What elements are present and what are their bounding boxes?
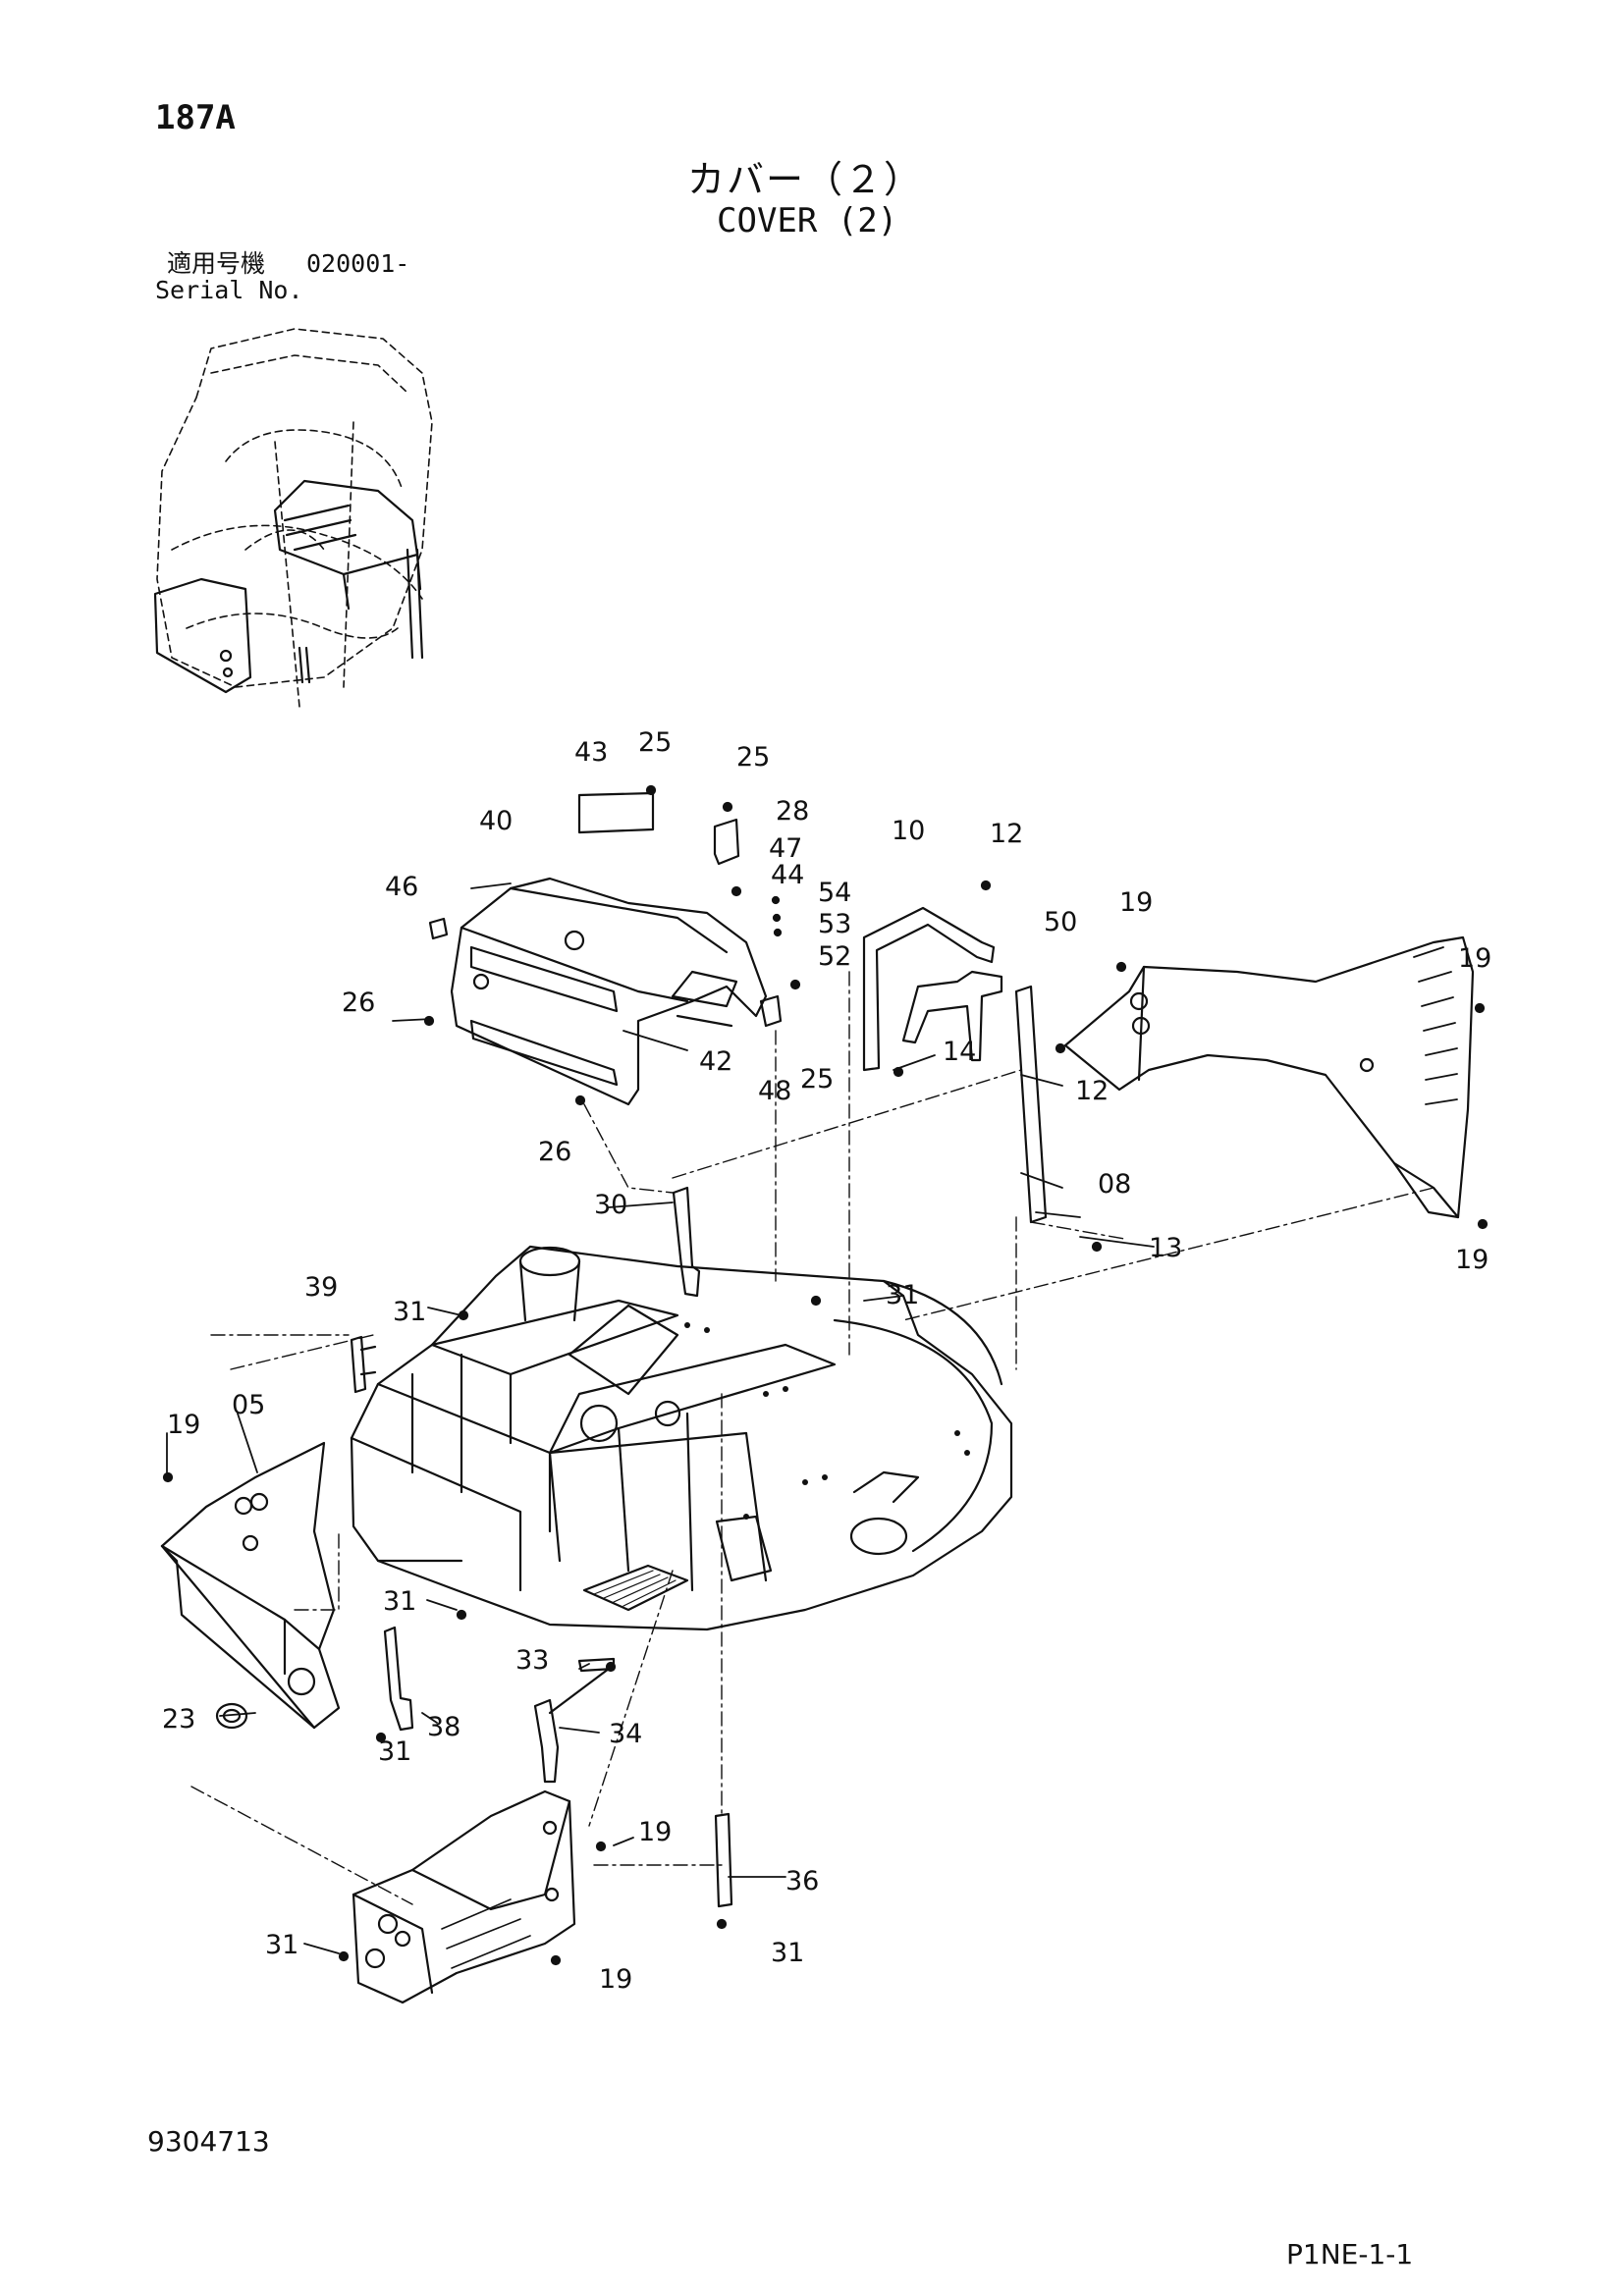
part-36-stay <box>714 1812 733 1908</box>
callout-10: 10 <box>892 816 925 846</box>
callout-26: 26 <box>538 1137 571 1167</box>
callout-40: 40 <box>479 806 513 836</box>
assembly-lines <box>190 971 1435 1905</box>
serial-en-label: Serial No. <box>155 276 303 304</box>
callout-08: 08 <box>1098 1169 1131 1200</box>
callout-23: 23 <box>162 1704 195 1735</box>
part-43-plate <box>577 791 655 834</box>
callout-31: 31 <box>378 1736 411 1767</box>
callout-25: 25 <box>736 742 770 773</box>
part-34-stay <box>533 1698 560 1784</box>
document-number: 9304713 <box>147 2125 270 2158</box>
part-48-bracket <box>759 994 783 1028</box>
part-28-bracket <box>713 818 740 866</box>
callout-31: 31 <box>265 1930 298 1960</box>
part-30-bracket <box>672 1186 701 1298</box>
part-39-bracket <box>350 1335 367 1394</box>
callout-53: 53 <box>818 909 851 939</box>
callout-31: 31 <box>771 1938 804 1968</box>
callout-54: 54 <box>818 878 851 908</box>
callout-31: 31 <box>383 1586 416 1617</box>
title-english: COVER (2) <box>717 201 898 240</box>
callout-19: 19 <box>1119 887 1153 918</box>
callout-19: 19 <box>1458 943 1491 974</box>
callout-48: 48 <box>758 1076 791 1106</box>
callout-19: 19 <box>599 1964 632 1995</box>
leader-lines <box>166 882 1155 1954</box>
callout-39: 39 <box>304 1272 338 1303</box>
callout-38: 38 <box>427 1712 460 1742</box>
callout-19: 19 <box>167 1410 200 1440</box>
callout-33: 33 <box>515 1645 549 1676</box>
part-50-bracket <box>901 970 1003 1062</box>
callout-47: 47 <box>769 833 802 864</box>
part-05-cover <box>160 1441 341 1730</box>
callout-19: 19 <box>1455 1245 1489 1275</box>
callout-36: 36 <box>785 1866 819 1896</box>
callout-19: 19 <box>638 1817 672 1847</box>
callout-labels: 43 25 25 28 47 44 54 53 52 40 46 26 42 4… <box>162 727 1491 1995</box>
callout-50: 50 <box>1044 907 1077 937</box>
page-code: 187A <box>155 98 236 137</box>
callout-13: 13 <box>1149 1233 1182 1263</box>
step-cover <box>352 1789 576 2004</box>
callout-25: 25 <box>800 1064 834 1095</box>
callout-52: 52 <box>818 941 851 972</box>
part-38-stay <box>383 1626 414 1732</box>
serial-jp-label: 適用号機 <box>167 249 266 278</box>
right-side-cover <box>1063 935 1475 1219</box>
callout-43: 43 <box>574 737 608 768</box>
part-08-bar <box>1014 985 1048 1224</box>
callout-44: 44 <box>771 860 804 890</box>
callout-25: 25 <box>638 727 672 758</box>
callout-28: 28 <box>776 796 809 827</box>
callout-14: 14 <box>943 1037 976 1067</box>
part-46-clip <box>428 917 449 940</box>
part-40-cover <box>450 877 768 1106</box>
callout-46: 46 <box>385 872 418 902</box>
title-japanese: カバー（２） <box>687 158 924 201</box>
callout-05: 05 <box>232 1390 265 1420</box>
overview-inset <box>153 328 433 708</box>
callout-31: 31 <box>393 1297 426 1327</box>
callout-30: 30 <box>594 1190 627 1220</box>
fasteners <box>162 784 1489 1966</box>
part-10-stay <box>862 906 996 1072</box>
callout-12: 12 <box>990 819 1023 849</box>
callout-26: 26 <box>342 988 375 1018</box>
serial-value: 020001- <box>306 249 410 278</box>
main-frame <box>350 1245 1013 1631</box>
callout-42: 42 <box>699 1046 732 1077</box>
callout-12: 12 <box>1075 1076 1109 1106</box>
page-reference: P1NE-1-1 <box>1286 2238 1414 2270</box>
callout-31: 31 <box>886 1280 919 1310</box>
callout-34: 34 <box>609 1719 642 1749</box>
part-23-grommet <box>215 1702 248 1730</box>
